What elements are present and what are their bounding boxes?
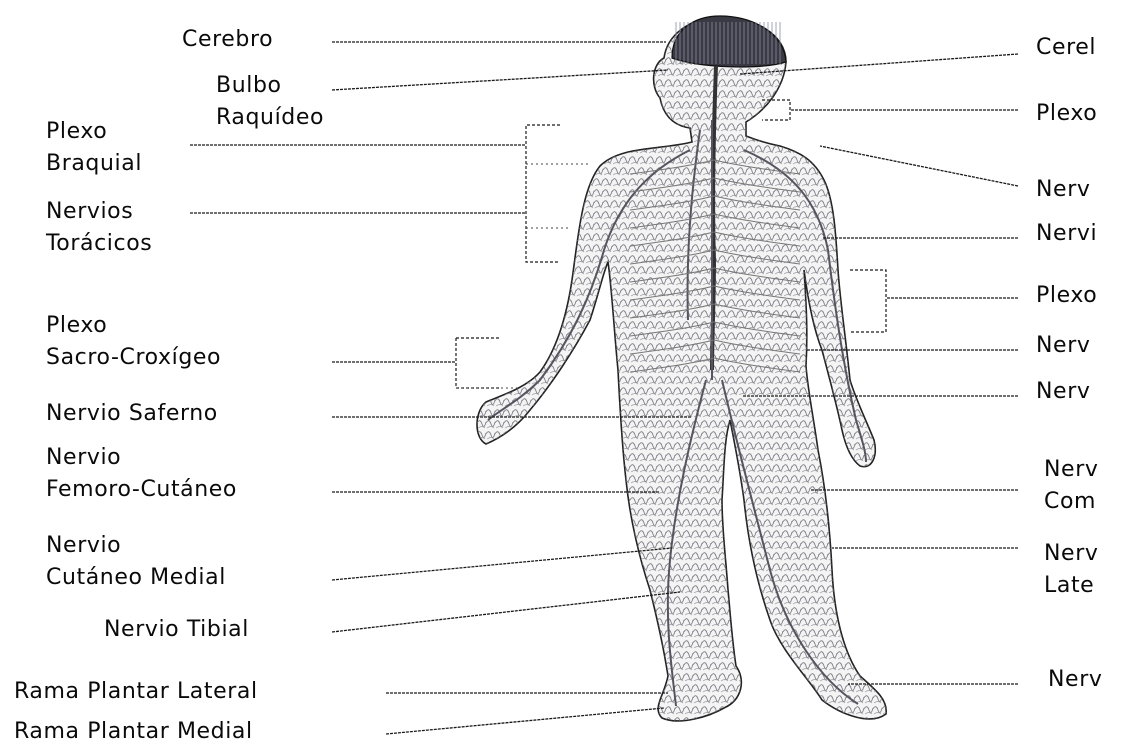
leader-nervio-cutaneo [332, 548, 672, 580]
label-line: Nerv [1048, 664, 1136, 696]
label-line: Cerel [1036, 32, 1136, 64]
leader-bulbo [332, 70, 668, 90]
peripheral-nerves [477, 18, 886, 721]
label-r-plexo-2: Plexo [1036, 280, 1136, 312]
label-line: Nerv [1036, 174, 1136, 206]
label-line: Nerv [1044, 538, 1136, 570]
label-r-nerv-2: Nerv [1036, 330, 1136, 362]
label-line: Braquial [46, 148, 142, 180]
label-r-nervi: Nervi [1036, 218, 1136, 250]
label-line: Plexo [46, 116, 142, 148]
label-r-nerv-4: Nerv [1048, 664, 1136, 696]
bracket-0 [526, 125, 560, 262]
label-r-nerv-1: Nerv [1036, 174, 1136, 206]
label-line: Plexo [1036, 98, 1136, 130]
label-line: Nervio Saferno [46, 398, 218, 430]
label-line: Sacro-Croxígeo [46, 342, 221, 374]
label-line: Rama Plantar Medial [14, 716, 253, 748]
label-line: Raquídeo [216, 102, 324, 134]
label-line: Nerv [1036, 376, 1136, 408]
leader-r-nerv-1 [820, 146, 1018, 186]
label-r-plexo-1: Plexo [1036, 98, 1136, 130]
label-rama-lateral: Rama Plantar Lateral [14, 676, 258, 708]
label-r-nerv-3: Nerv [1036, 376, 1136, 408]
label-line: Rama Plantar Lateral [14, 676, 258, 708]
label-rama-medial: Rama Plantar Medial [14, 716, 253, 748]
label-line: Femoro-Cutáneo [46, 474, 237, 506]
leader-rama-medial [386, 708, 664, 734]
label-line: Nervios [46, 196, 152, 228]
label-line: Plexo [1036, 280, 1136, 312]
label-line: Torácicos [46, 228, 152, 260]
label-line: Nerv [1044, 454, 1136, 486]
label-line: Bulbo [216, 70, 324, 102]
label-line: Nervi [1036, 218, 1136, 250]
bracket-3 [850, 270, 886, 332]
label-line: Nervio [46, 442, 237, 474]
label-line: Plexo [46, 310, 221, 342]
label-line: Com [1044, 486, 1136, 518]
label-line: Late [1044, 570, 1136, 602]
label-line: Cutáneo Medial [46, 562, 226, 594]
label-nervio-tibial: Nervio Tibial [104, 614, 249, 646]
bracket-1 [456, 338, 500, 388]
label-line: Nerv [1036, 330, 1136, 362]
label-line: Cerebro [182, 24, 273, 56]
leader-nervio-tibial [332, 592, 680, 632]
label-nervio-saferno: Nervio Saferno [46, 398, 218, 430]
label-line: Nervio [46, 530, 226, 562]
label-cerebro: Cerebro [182, 24, 273, 56]
label-r-cerel: Cerel [1036, 32, 1136, 64]
label-line: Nervio Tibial [104, 614, 249, 646]
